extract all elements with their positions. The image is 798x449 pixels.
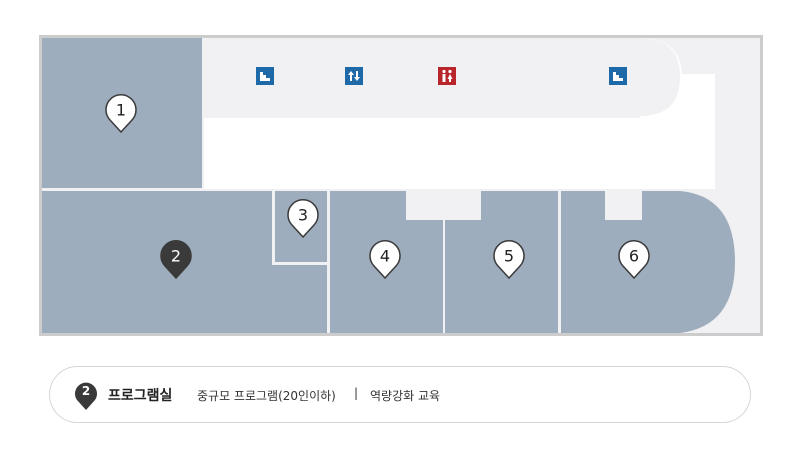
map-pin-icon — [105, 94, 137, 134]
room-pin-5[interactable]: 5 — [493, 240, 525, 280]
room-pin-number: 1 — [116, 101, 126, 120]
map-pin-icon — [287, 199, 319, 239]
room-pin-2[interactable]: 2 — [160, 240, 192, 280]
stairs-icon — [256, 67, 274, 85]
room-pin-4[interactable]: 4 — [369, 240, 401, 280]
notch-a — [408, 191, 443, 218]
legend-room-title: 프로그램실 — [108, 388, 173, 404]
legend-separator: | — [354, 386, 359, 400]
room-pin-number: 3 — [298, 206, 308, 225]
map-pin-icon — [369, 240, 401, 280]
notch-c — [607, 191, 640, 218]
room-pin-number: 6 — [629, 247, 639, 266]
room-legend: 2 프로그램실 중규모 프로그램(20인이하) | 역량강화 교육 — [49, 366, 751, 423]
legend-map-pin-icon — [75, 382, 97, 410]
room-pin-1[interactable]: 1 — [105, 94, 137, 134]
legend-room-description: 중규모 프로그램(20인이하) — [197, 389, 336, 403]
map-pin-icon — [618, 240, 650, 280]
corridor — [204, 118, 715, 189]
service-rooms — [204, 38, 680, 116]
map-pin-icon — [493, 240, 525, 280]
notch-b — [446, 191, 479, 218]
map-pin-icon — [160, 240, 192, 280]
floor-plan-map: 1 2 3 4 5 6 — [39, 35, 763, 336]
stairs-icon — [609, 67, 627, 85]
legend-room-purpose: 역량강화 교육 — [370, 389, 441, 403]
restroom-icon — [438, 67, 456, 85]
room-pin-3[interactable]: 3 — [287, 199, 319, 239]
room-pin-6[interactable]: 6 — [618, 240, 650, 280]
room-pin-number: 2 — [171, 247, 181, 266]
elevator-icon — [345, 67, 363, 85]
room-pin-number: 5 — [504, 247, 514, 266]
room-pin-number: 4 — [380, 247, 390, 266]
